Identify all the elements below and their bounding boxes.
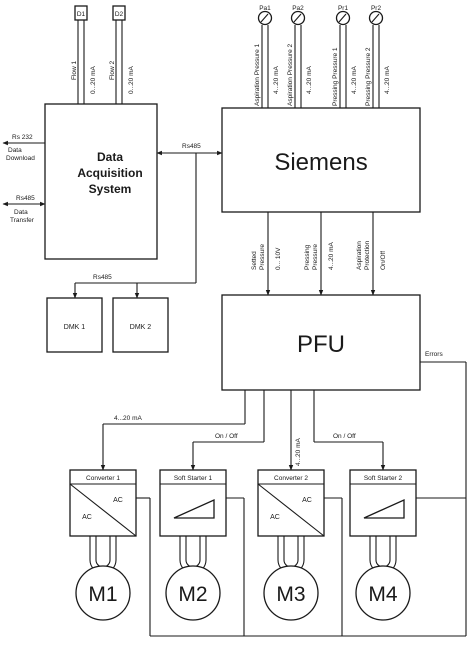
pa1-range: 4...20 mA	[273, 66, 280, 94]
pa2-label: Pa2	[292, 5, 304, 12]
pr2-range: 4...20 mA	[384, 66, 391, 94]
ramp-icon	[363, 498, 405, 519]
motor-m2	[165, 565, 221, 621]
dmk2-box	[112, 297, 169, 353]
data-acquisition-system-box	[44, 103, 158, 260]
aspiration-protection-line1: Aspiration	[356, 241, 363, 270]
onoff-soft1-label: On / Off	[215, 433, 238, 440]
flow2-range: 0...20 mA	[128, 66, 135, 94]
aspiration-pressure-2-label: Aspiration Pressure 2	[287, 43, 294, 106]
soft-starter2-label: Soft Starter 2	[364, 475, 403, 482]
gauge-pa2: Pa2	[290, 5, 306, 108]
pr1-range: 4...20 mA	[351, 66, 358, 94]
pressing-signal-range: 4...20 mA	[328, 242, 335, 270]
conv1-range: 4...20 mA	[114, 415, 142, 422]
data-download-line1: Data	[8, 147, 22, 154]
gauge-pa1: Pa1	[257, 5, 273, 108]
converter1-label: Converter 1	[86, 475, 120, 482]
dmk1-label: DMK 1	[64, 324, 86, 331]
rs485-dmk-label: Rs485	[93, 274, 112, 281]
pfu-title: PFU	[297, 331, 345, 358]
ramp-icon	[173, 498, 215, 519]
das-title-line3: System	[89, 182, 132, 196]
motor-m4	[355, 565, 411, 621]
das-title-line2: Acquisition	[77, 166, 142, 180]
converter1-box	[69, 469, 137, 537]
rs232-label: Rs 232	[12, 134, 33, 141]
conv2-range: 4...20 mA	[295, 438, 302, 466]
onoff-soft2-label: On / Off	[333, 433, 356, 440]
motor-m1-label: M1	[88, 583, 117, 606]
pa2-range: 4...20 mA	[306, 66, 313, 94]
flow1-label: Flow 1	[71, 60, 78, 80]
flow1-range: 0...20 mA	[90, 66, 97, 94]
motor-m2-label: M2	[178, 583, 207, 606]
d1-label: D1	[77, 11, 86, 18]
siemens-box	[221, 107, 421, 213]
pfu-box	[221, 294, 421, 391]
flow2-label: Flow 2	[109, 60, 116, 80]
pr1-label: Pr1	[338, 5, 349, 12]
d2-label: D2	[115, 11, 124, 18]
flow-sensor-d2: D2	[112, 5, 126, 104]
soft-starter2-box	[349, 469, 417, 537]
motor-m3	[263, 565, 319, 621]
pressing-pressure-2-label: Pressing Pressure 2	[365, 47, 372, 106]
motor-m4-label: M4	[368, 583, 397, 606]
converter2-box	[257, 469, 325, 537]
motor-m1	[75, 565, 131, 621]
aspiration-protection-state: On/Off	[380, 251, 387, 270]
rs485-left-label: Rs485	[16, 195, 35, 202]
rs485-siemens-label: Rs485	[182, 143, 201, 150]
dmk1-box	[46, 297, 103, 353]
pr2-label: Pr2	[371, 5, 382, 12]
aspiration-pressure-1-label: Aspiration Pressure 1	[254, 43, 261, 106]
setted-range: 0... 10V	[275, 247, 282, 270]
gauge-pr1: Pr1	[335, 5, 351, 108]
data-transfer-line2: Transfer	[10, 217, 35, 224]
motor-wiring	[89, 536, 397, 574]
das-title-line1: Data	[97, 150, 123, 164]
motor-m3-label: M3	[276, 583, 305, 606]
data-transfer-line1: Data	[14, 209, 28, 216]
converter2-label: Converter 2	[274, 475, 308, 482]
pressing-pressure-1-label: Pressing Pressure 1	[332, 47, 339, 106]
aspiration-protection-line2: Protection	[364, 240, 371, 270]
soft-starter1-label: Soft Starter 1	[174, 475, 213, 482]
converter2-ac-in: AC	[270, 514, 280, 521]
setted-line1: Setted	[251, 251, 258, 270]
errors-label: Errors	[425, 351, 443, 358]
pressing-signal-line1: Pressing	[304, 244, 311, 270]
dmk2-label: DMK 2	[130, 324, 152, 331]
converter1-ac-out: AC	[113, 497, 123, 504]
converter2-ac-out: AC	[302, 497, 312, 504]
setted-line2: Pressure	[259, 244, 266, 270]
pa1-label: Pa1	[259, 5, 271, 12]
pressing-signal-line2: Pressure	[312, 244, 319, 270]
soft-starter1-box	[159, 469, 227, 537]
siemens-title: Siemens	[274, 149, 367, 176]
converter1-ac-in: AC	[82, 514, 92, 521]
data-download-line2: Download	[6, 155, 35, 162]
gauge-pr2: Pr2	[368, 5, 384, 108]
flow-sensor-d1: D1	[74, 5, 88, 104]
